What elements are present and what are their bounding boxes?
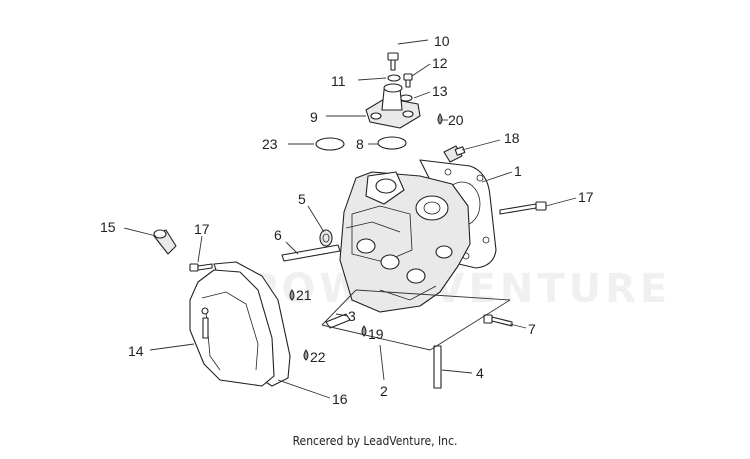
part-10-bolt: [387, 52, 399, 71]
part-18-sensor: [443, 145, 466, 163]
callout-labels: 10 11 12 13 9 20 23 8 18 1 17 5 17 15 6 …: [100, 33, 594, 407]
part-6-stud: [281, 244, 341, 262]
callout-1: 1: [514, 163, 522, 179]
callout-14: 14: [128, 343, 144, 359]
callout-12: 12: [432, 55, 448, 71]
part-22-sealant-drop: [303, 349, 309, 361]
callout-3: 3: [348, 308, 356, 324]
callout-13: 13: [432, 83, 448, 99]
part-11-washer: [387, 74, 401, 82]
part-19-sealant-drop: [361, 325, 367, 337]
callout-11: 11: [331, 73, 346, 89]
callout-19: 19: [368, 326, 384, 342]
part-17-bolt-left: [189, 263, 213, 272]
callout-20: 20: [448, 112, 464, 128]
part-3-stud: [325, 313, 351, 329]
part-8-o-ring: [377, 136, 407, 150]
part-14-valve-cover: [189, 269, 275, 387]
callout-9: 9: [310, 109, 318, 125]
render-credit: Rencered by LeadVenture, Inc.: [292, 434, 458, 448]
part-20-sealant-drop: [437, 113, 443, 125]
callout-16: 16: [332, 391, 348, 407]
callout-17-right: 17: [578, 189, 594, 205]
part-9-thermostat-cover: [365, 83, 421, 129]
callout-10: 10: [434, 33, 450, 49]
callout-5: 5: [298, 191, 306, 207]
part-12-screw: [403, 73, 413, 88]
callout-7: 7: [528, 321, 536, 337]
callout-22: 22: [310, 349, 326, 365]
callout-2: 2: [380, 383, 388, 399]
part-5-bushing: [319, 229, 333, 247]
part-7-bolt: [483, 314, 513, 327]
leader-lines: [123, 39, 577, 399]
part-17-bolt-right: [499, 201, 547, 215]
callout-8: 8: [356, 136, 364, 152]
callout-18: 18: [504, 130, 520, 146]
part-4-stud: [433, 345, 442, 389]
callout-6: 6: [274, 227, 282, 243]
callout-4: 4: [476, 365, 484, 381]
callout-23: 23: [262, 136, 278, 152]
callout-21: 21: [296, 287, 312, 303]
watermark: POWERVENTURE: [248, 266, 671, 312]
part-2-bracket: [321, 289, 511, 351]
part-23-o-ring: [315, 137, 345, 151]
callout-17-left: 17: [194, 221, 210, 237]
part-15-plug: [153, 229, 177, 255]
part-13-washer: [399, 94, 413, 102]
part-21-sealant-drop: [289, 289, 295, 301]
part-2-cylinder-head: [339, 171, 471, 313]
callout-15: 15: [100, 219, 116, 235]
